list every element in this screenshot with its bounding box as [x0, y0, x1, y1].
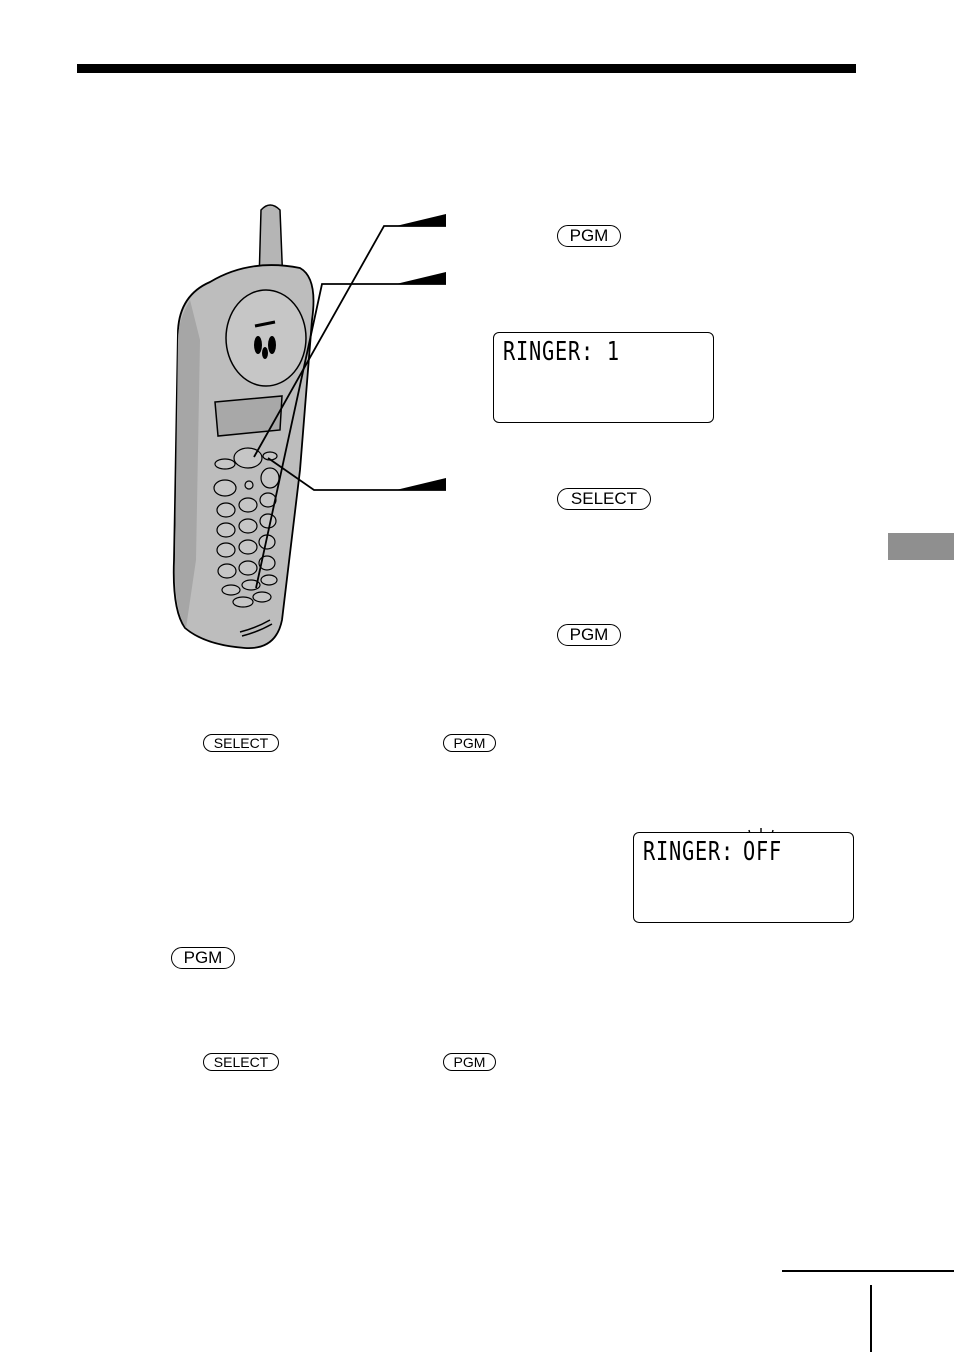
lcd-display-ringer: RINGER: 1	[493, 332, 714, 423]
lcd-value-blinking: OFF	[743, 837, 782, 867]
page-number-rule	[870, 1285, 872, 1352]
top-rule	[77, 64, 856, 73]
section-tab	[888, 533, 954, 560]
select-key: SELECT	[557, 488, 651, 510]
pgm-key: PGM	[171, 947, 235, 969]
pgm-key: PGM	[557, 225, 621, 247]
select-key: SELECT	[203, 734, 279, 752]
pgm-key: PGM	[443, 734, 496, 752]
lcd-label: RINGER:	[643, 837, 734, 867]
lcd-text: RINGER: 1	[503, 337, 620, 367]
continued-rule	[782, 1270, 954, 1272]
pgm-key: PGM	[443, 1053, 496, 1071]
select-key: SELECT	[203, 1053, 279, 1071]
pgm-key: PGM	[557, 624, 621, 646]
lcd-display-ringer-off: RINGER: OFF	[633, 832, 854, 923]
